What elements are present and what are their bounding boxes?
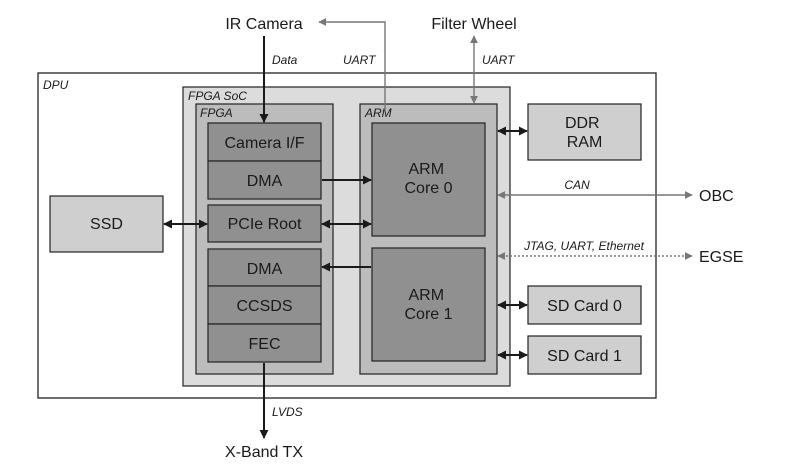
arm-core1-line1: ARM — [408, 287, 444, 304]
camera-if-label: Camera I/F — [224, 135, 304, 152]
fec-block — [207, 323, 322, 363]
ddr-ram-line1: DDR — [565, 115, 600, 132]
dma-bottom-label: DMA — [247, 261, 283, 278]
obc-label: OBC — [699, 188, 734, 205]
pcie-root-label: PCIe Root — [228, 216, 302, 233]
lvds-label: LVDS — [272, 405, 303, 419]
can-label: CAN — [564, 178, 590, 192]
pcie-root-block — [207, 204, 322, 243]
ccsds-label: CCSDS — [236, 298, 292, 315]
uart-camera-link — [318, 18, 386, 110]
arm-core1-line2: Core 1 — [404, 306, 452, 323]
ddr-ram-block — [527, 103, 642, 161]
sd-card-0-label: SD Card 0 — [547, 298, 622, 315]
uart-filter-label: UART — [482, 53, 516, 67]
ddr-ram-label: DDR RAM — [565, 115, 604, 151]
uart-camera-label: UART — [343, 53, 377, 67]
arm-core1-block — [371, 247, 486, 362]
data-link-label: Data — [272, 53, 298, 67]
sd-card-1-label: SD Card 1 — [547, 348, 622, 365]
filter-wheel-label: Filter Wheel — [431, 16, 516, 33]
arm-core0-block — [371, 122, 486, 237]
arm-core0-line2: Core 0 — [404, 180, 452, 197]
ddr-ram-line2: RAM — [567, 134, 603, 151]
fpga-label: FPGA — [200, 106, 233, 120]
dma-top-label: DMA — [247, 173, 283, 190]
dpu-label: DPU — [43, 78, 69, 92]
jtag-uart-ethernet-label: JTAG, UART, Ethernet — [523, 239, 644, 253]
dma-top-block — [207, 160, 322, 200]
fpga-soc-label: FPGA SoC — [188, 89, 247, 103]
xband-tx-label: X-Band TX — [225, 444, 303, 461]
dma-bottom-block — [207, 248, 322, 287]
arm-core0-line1: ARM — [408, 161, 444, 178]
ir-camera-label: IR Camera — [225, 16, 302, 33]
arm-core0-label: ARM Core 0 — [404, 161, 452, 197]
ssd-block — [49, 195, 164, 253]
sd-card-1-block — [527, 335, 642, 375]
arm-label: ARM — [364, 106, 392, 120]
egse-label: EGSE — [699, 249, 743, 266]
ssd-label: SSD — [90, 216, 123, 233]
arm-core1-label: ARM Core 1 — [404, 287, 452, 323]
fec-label: FEC — [249, 336, 281, 353]
sd-card-0-block — [527, 285, 642, 325]
